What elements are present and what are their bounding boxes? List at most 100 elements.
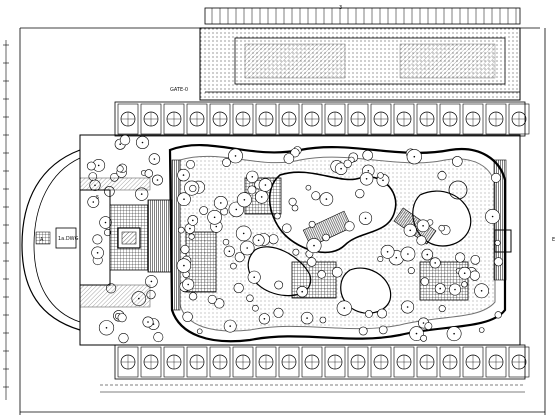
tree-symbol (178, 226, 185, 234)
parking-bay (140, 346, 162, 378)
parking-bay (255, 346, 277, 378)
tree-symbol (478, 327, 485, 333)
parking-bay (278, 103, 300, 135)
tree-symbol (424, 322, 433, 330)
parking-bay (462, 346, 484, 378)
north-building (199, 7, 521, 101)
east-note-label: E (552, 237, 556, 243)
tree-symbol (153, 332, 164, 343)
tree-symbol (322, 233, 330, 242)
tree-symbol (214, 298, 225, 309)
tree-symbol (199, 206, 209, 215)
tree-symbol (274, 212, 281, 220)
tree-symbol (358, 326, 368, 336)
tree-symbol (438, 305, 446, 313)
parking-bay (439, 346, 461, 378)
tree-symbol (196, 328, 203, 335)
south-parking-row (100, 344, 530, 393)
parking-bay (439, 103, 461, 135)
tree-symbol (282, 223, 292, 233)
tree-symbol (222, 158, 231, 167)
tree-symbol (222, 238, 230, 246)
tree-symbol (86, 161, 96, 171)
west-entrance-side-label: A (40, 237, 44, 243)
tree-symbol (116, 165, 124, 173)
west-entrance-plaza (21, 149, 173, 331)
tree-symbol (119, 134, 131, 146)
tree-symbol (273, 307, 284, 318)
tree-symbol (305, 184, 312, 191)
tree-symbol (451, 156, 463, 167)
garden-courtyard (79, 134, 521, 346)
tree-symbol (92, 234, 103, 245)
tree-symbol (189, 184, 197, 193)
tree-symbol (283, 153, 295, 164)
parking-bay (324, 103, 346, 135)
parking-bay (140, 103, 162, 135)
parking-bay (301, 103, 323, 135)
tree-symbol (420, 334, 427, 342)
parking-bay (186, 346, 208, 378)
parking-bay (232, 346, 254, 378)
tree-symbol (144, 169, 154, 178)
tree-symbol (491, 172, 501, 183)
tree-symbol (438, 224, 445, 232)
tree-symbol (494, 239, 501, 246)
parking-bay (393, 346, 415, 378)
parking-bay (117, 346, 139, 378)
tree-symbol (268, 234, 279, 245)
left-tick-marks (3, 44, 9, 388)
parking-bay (347, 346, 369, 378)
tree-symbol (344, 221, 355, 232)
tree-symbol (494, 311, 502, 319)
tree-symbol (362, 150, 374, 161)
tree-symbol (246, 294, 254, 302)
west-court-side-label: 5 (96, 195, 100, 201)
tree-symbol (407, 267, 415, 275)
tree-symbol (233, 282, 244, 294)
parking-bay (117, 103, 139, 135)
tree-symbol (252, 304, 259, 312)
parking-bay (209, 103, 231, 135)
parking-bay (485, 346, 507, 378)
tree-symbol (234, 252, 245, 263)
tree-symbol (469, 270, 480, 281)
parking-bay (370, 103, 392, 135)
parking-bay (508, 346, 530, 378)
west-entrance-main-label: 1a.DWG (58, 236, 79, 242)
parking-bay (186, 103, 208, 135)
tree-symbol (364, 309, 373, 318)
parking-bay (209, 346, 231, 378)
parking-bay (324, 346, 346, 378)
tree-symbol (377, 255, 384, 262)
north-gate-label: GATE-0 (170, 87, 189, 93)
parking-bay (370, 346, 392, 378)
parking-bay (485, 103, 507, 135)
tree-symbol (420, 277, 429, 286)
north-strip-label: 3 (339, 5, 343, 11)
tree-symbol (186, 159, 195, 169)
tree-symbol (288, 197, 297, 206)
tree-symbol (461, 281, 468, 288)
parking-bay (347, 103, 369, 135)
parking-bay (255, 103, 277, 135)
tree-symbol (377, 172, 384, 179)
tree-symbol (308, 220, 316, 228)
tree-symbol (182, 311, 193, 322)
parking-bay (462, 103, 484, 135)
tree-symbol (247, 185, 257, 195)
tree-symbol (319, 316, 327, 324)
tree-symbol (290, 148, 300, 158)
tree-symbol (230, 262, 237, 270)
tree-symbol (331, 266, 343, 278)
tree-symbol (207, 294, 217, 304)
tree-symbol (117, 313, 127, 323)
tree-symbol (355, 189, 365, 199)
parking-bay (232, 103, 254, 135)
north-parking-row (114, 101, 530, 137)
parking-bay (393, 103, 415, 135)
tree-symbol (416, 235, 427, 246)
parking-bay (163, 346, 185, 378)
tree-symbol (118, 333, 129, 344)
